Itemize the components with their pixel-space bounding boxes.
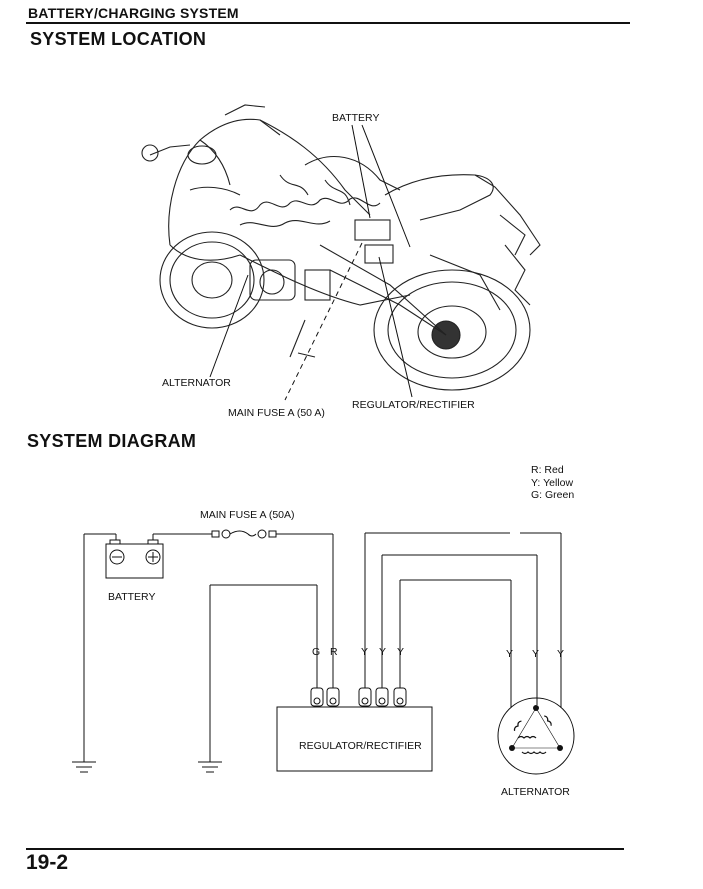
wire-letter-r: R [330, 646, 338, 658]
system-location-title: SYSTEM LOCATION [30, 29, 207, 49]
fuse-diagram-label: MAIN FUSE A (50A) [200, 509, 295, 521]
regulator-location-label: REGULATOR/RECTIFIER [352, 399, 475, 411]
alternator-symbol [497, 697, 575, 775]
page-number: 19-2 [26, 851, 69, 874]
header-rule [26, 22, 630, 24]
running-header: BATTERY/CHARGING SYSTEM [28, 5, 239, 21]
circuit-diagram [72, 529, 575, 775]
battery-box [105, 543, 164, 579]
motorcycle-illustration [141, 104, 541, 401]
legend-green: G: Green [531, 489, 575, 501]
alternator-location-label: ALTERNATOR [162, 377, 231, 389]
alt-letter-y1: Y [506, 648, 514, 660]
regulator-connector [310, 687, 407, 707]
alt-letter-y3: Y [557, 648, 565, 660]
alt-letter-y2: Y [532, 648, 540, 660]
regulator-box [276, 706, 433, 772]
battery-diagram-label: BATTERY [108, 591, 156, 603]
footer-rule [26, 848, 624, 850]
system-diagram-title: SYSTEM DIAGRAM [27, 431, 197, 451]
wire-letter-y3: Y [397, 646, 405, 658]
fuse-location-label: MAIN FUSE A (50 A) [228, 407, 325, 419]
legend-yellow: Y: Yellow [531, 476, 574, 489]
wire-letter-y2: Y [379, 646, 387, 658]
wire-letter-g: G [312, 646, 321, 658]
alternator-diagram-label: ALTERNATOR [501, 786, 570, 798]
regulator-diagram-label: REGULATOR/RECTIFIER [299, 740, 422, 752]
battery-location-label: BATTERY [332, 112, 380, 124]
wire-letter-y1: Y [361, 646, 369, 658]
legend-red: R: Red [531, 464, 564, 476]
wire-color-legend: R: Red Y: Yellow G: Green [531, 464, 574, 502]
